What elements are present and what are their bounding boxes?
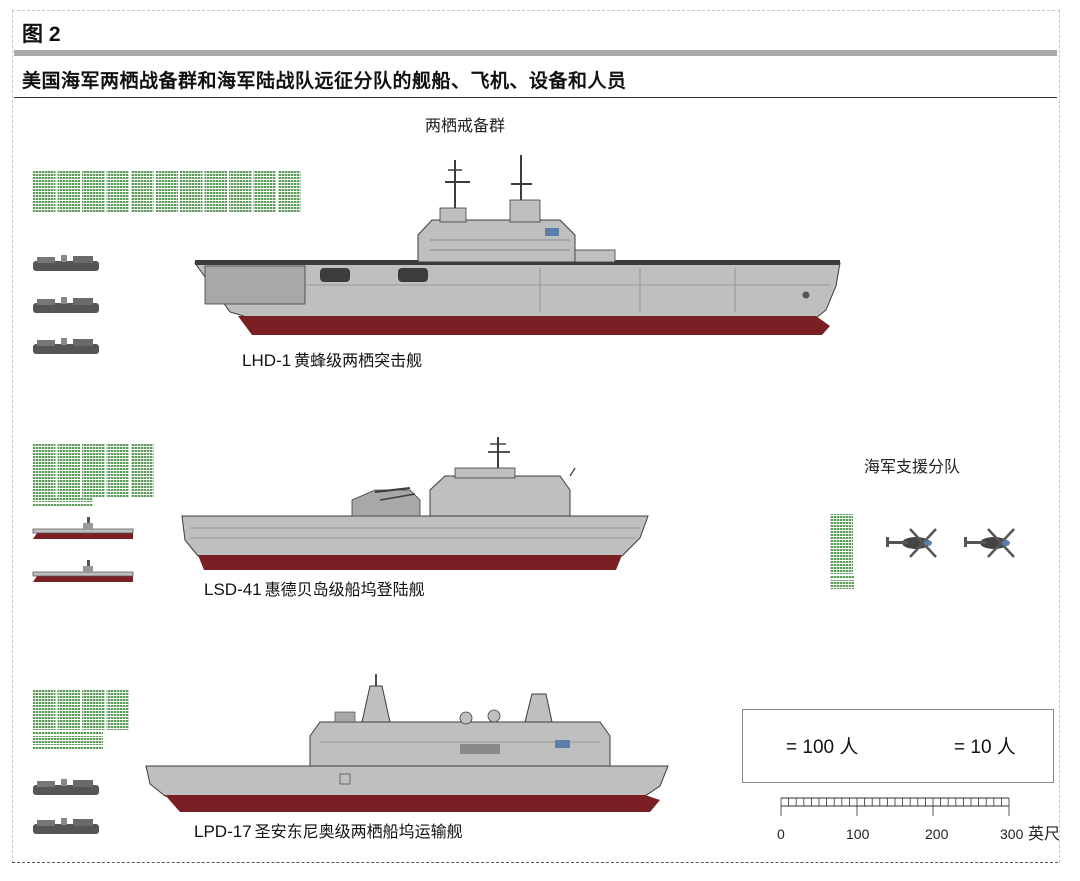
lcu-icon	[32, 560, 134, 582]
personnel-100-unit	[253, 170, 276, 213]
personnel-100-unit	[131, 170, 154, 213]
personnel-10-unit	[33, 731, 103, 735]
personnel-100-unit	[204, 170, 227, 213]
figure-title: 美国海军两栖战备群和海军陆战队远征分队的舰船、飞机、设备和人员	[22, 70, 627, 92]
personnel-100-unit	[830, 514, 853, 574]
personnel-10-unit	[33, 503, 93, 507]
heading-amphibious-group: 两栖戒备群	[425, 116, 506, 135]
scale-tick-label: 0	[777, 826, 785, 842]
ship-code: LPD-17	[194, 822, 252, 841]
personnel-100-unit	[155, 170, 178, 213]
lhd-ship-silhouette	[194, 155, 841, 335]
scale-bar	[780, 797, 1010, 816]
personnel-100-unit	[82, 170, 105, 213]
lcac-icon	[33, 255, 99, 271]
heading-support-detachment: 海军支援分队	[864, 457, 961, 476]
personnel-100-unit	[33, 170, 56, 213]
figure-label: 图 2	[22, 23, 61, 46]
title-rule	[14, 97, 1057, 98]
personnel-100-unit	[82, 443, 105, 497]
personnel-100-unit	[131, 443, 154, 497]
personnel-10-unit	[830, 575, 854, 579]
ship-name: 圣安东尼奥级两栖船坞运输舰	[254, 822, 463, 841]
ship-name: 惠德贝岛级船坞登陆舰	[264, 580, 425, 599]
personnel-block-lsd	[33, 443, 154, 507]
lcac-icon	[33, 818, 99, 834]
personnel-10-unit	[33, 746, 103, 750]
lcac-icon	[33, 338, 99, 354]
personnel-block-lhd	[33, 170, 301, 213]
ship-code: LHD-1	[242, 351, 292, 370]
personnel-block-lpd	[33, 690, 129, 750]
lcac-icon	[33, 297, 99, 313]
personnel-100-unit	[57, 170, 80, 213]
personnel-10-unit	[33, 498, 93, 502]
legend-hundred-label: = 100 人	[786, 737, 859, 758]
personnel-100-unit	[106, 690, 129, 730]
header-bar	[14, 50, 1057, 56]
helicopter-icon	[964, 528, 1015, 558]
scale-tick-label: 200	[925, 826, 949, 842]
personnel-100-unit	[278, 170, 301, 213]
personnel-10-unit	[830, 585, 854, 589]
lpd-ship-silhouette	[145, 674, 669, 812]
scale-tick-label: 100	[846, 826, 870, 842]
legend-ten-label: = 10 人	[954, 737, 1016, 758]
legend-box	[742, 709, 1054, 783]
figure-frame	[12, 10, 1060, 863]
helicopter-icon	[886, 528, 937, 558]
ship-name: 黄蜂级两栖突击舰	[294, 351, 423, 370]
scale-tick-label: 300	[1000, 826, 1024, 842]
personnel-100-unit	[180, 170, 203, 213]
personnel-100-unit	[106, 170, 129, 213]
ship-code: LSD-41	[204, 580, 262, 599]
lcac-icon	[33, 779, 99, 795]
personnel-100-unit	[33, 690, 56, 730]
scale-unit: 英尺	[1028, 824, 1061, 843]
personnel-100-unit	[57, 690, 80, 730]
personnel-100-unit	[57, 443, 80, 497]
personnel-100-unit	[229, 170, 252, 213]
lsd-ship-silhouette	[181, 437, 649, 570]
personnel-10-unit	[33, 736, 103, 740]
personnel-block-support	[830, 514, 854, 589]
lcu-icon	[32, 517, 134, 539]
personnel-100-unit	[33, 443, 56, 497]
personnel-100-unit	[106, 443, 129, 497]
bottom-divider	[12, 862, 1058, 863]
personnel-100-unit	[82, 690, 105, 730]
personnel-10-unit	[33, 741, 103, 745]
personnel-10-unit	[830, 580, 854, 584]
